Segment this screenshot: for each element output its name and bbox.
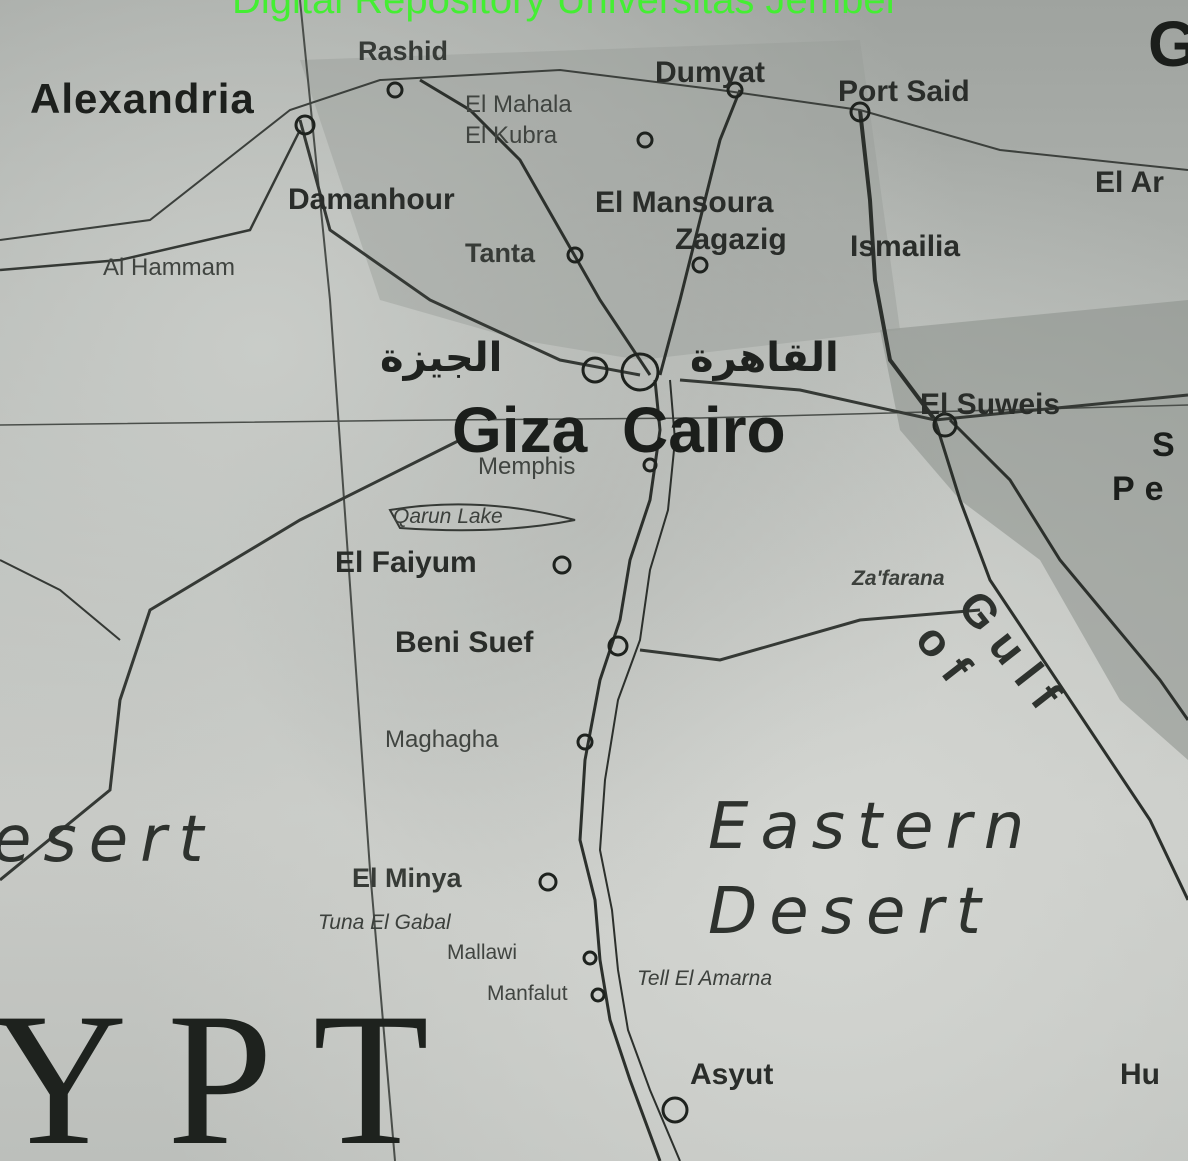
marker-cairo: [620, 352, 660, 392]
label-el-ar: El Ar: [1095, 166, 1164, 199]
label-country: YPT: [0, 975, 469, 1161]
label-arabic-cairo: القاهرة: [690, 335, 839, 381]
nile-river: [578, 379, 662, 1161]
nile-river-bank: [598, 379, 681, 1161]
label-hu: Hu: [1120, 1058, 1160, 1091]
suez-canal: [858, 109, 937, 422]
label-rashid: Rashid: [358, 36, 449, 66]
road-coastal: [0, 559, 121, 641]
marker-mallawi: [582, 950, 598, 966]
label-western-desert: esert: [0, 803, 216, 877]
label-sinai-pe: Pe: [1112, 470, 1174, 508]
city-markers: [294, 81, 958, 1124]
label-mallawi: Mallawi: [447, 941, 518, 964]
label-ismailia: Ismailia: [850, 230, 961, 263]
label-tuna-el-gabal: Tuna El Gabal: [318, 911, 451, 934]
rosetta-branch: [419, 78, 652, 376]
label-port-said: Port Said: [838, 75, 970, 108]
label-zagazig: Zagazig: [675, 223, 787, 256]
marker-mahala: [636, 131, 654, 149]
meridian-line: [299, 0, 396, 1161]
marker-manfalut: [590, 987, 606, 1003]
marker-maghagha: [576, 733, 594, 751]
gulf-coast-east: [948, 418, 1188, 721]
marker-port-said: [849, 101, 871, 123]
label-el-faiyum: El Faiyum: [335, 546, 477, 579]
repository-watermark: Digital Repository Universitas Jember: [232, 0, 899, 22]
marker-asyut: [661, 1096, 689, 1124]
parallel-line: [0, 404, 1188, 426]
marker-tanta: [566, 246, 584, 264]
label-tell-el-amarna: Tell El Amarna: [637, 967, 773, 990]
road-western-desert: [0, 438, 461, 882]
label-sinai-s: S: [1152, 426, 1175, 464]
eastern-hills-shade: [880, 300, 1188, 760]
label-alexandria: Alexandria: [30, 75, 255, 122]
delta-shade: [300, 40, 900, 360]
label-tanta: Tanta: [465, 238, 536, 268]
label-el-kubra: El Kubra: [465, 122, 558, 149]
label-zafarana: Za'farana: [852, 567, 945, 590]
label-el-mahala: El Mahala: [465, 91, 572, 118]
marker-minya: [538, 872, 558, 892]
label-el-minya: El Minya: [352, 863, 462, 893]
marker-alexandria: [294, 114, 316, 136]
road-cairo-suez: [679, 378, 1188, 422]
label-cairo: Cairo: [622, 394, 786, 466]
label-beni-suef: Beni Suef: [395, 626, 534, 659]
marker-zagazig: [691, 256, 709, 274]
marker-suweis: [932, 412, 958, 438]
label-el-mansoura: El Mansoura: [595, 186, 774, 219]
label-manfalut: Manfalut: [487, 982, 568, 1005]
mediterranean-coast: [0, 68, 1188, 241]
gulf-coast-west: [933, 419, 1188, 901]
label-giza: Giza: [452, 394, 588, 466]
label-maghagha: Maghagha: [385, 726, 499, 753]
label-qarun-lake: Qarun Lake: [393, 505, 503, 528]
road-beni-suef-zafarana: [639, 608, 981, 662]
marker-giza: [581, 356, 609, 384]
qarun-lake: [388, 503, 576, 532]
damietta-branch: [658, 89, 742, 376]
label-memphis: Memphis: [478, 453, 576, 480]
label-g-edge: G: [1148, 8, 1188, 80]
marker-beni-suef: [607, 635, 629, 657]
label-asyut: Asyut: [690, 1058, 774, 1091]
label-damanhour: Damanhour: [288, 183, 455, 216]
label-dumyat: Dumyat: [655, 56, 766, 89]
marker-rashid: [386, 81, 404, 99]
marker-faiyum: [552, 555, 572, 575]
label-al-hammam: Al Hammam: [103, 254, 236, 281]
label-el-suweis: El Suweis: [920, 388, 1061, 421]
marker-dumyat: [726, 81, 744, 99]
marker-memphis: [642, 457, 658, 473]
road-alex-cairo: [298, 119, 641, 377]
road-west-coast: [0, 129, 302, 272]
label-desert: Desert: [708, 875, 993, 949]
label-eastern: Eastern: [708, 790, 1037, 864]
label-arabic-giza: الجيزة: [380, 335, 503, 381]
